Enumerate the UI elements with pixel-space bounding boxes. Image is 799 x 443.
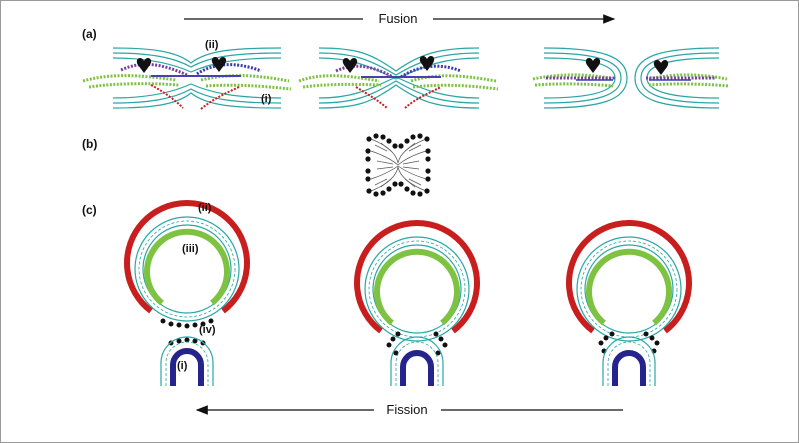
panel-c-callout-iv: (iv) — [199, 324, 216, 336]
panel-b-lipid-bilayer — [365, 133, 431, 197]
panel-c-label: (c) — [82, 203, 97, 217]
panel-a-label: (a) — [82, 27, 97, 41]
fission-label: Fission — [386, 402, 427, 417]
panel-c-vesicle-2 — [354, 220, 480, 386]
panel-a-structure-3 — [532, 47, 730, 109]
panel-b-label: (b) — [82, 137, 97, 151]
panel-c-vesicle-3 — [566, 220, 692, 386]
fusion-arrow: Fusion — [184, 11, 616, 26]
panel-a-callout-ii: (ii) — [205, 39, 219, 51]
fusion-label: Fusion — [378, 11, 417, 26]
panel-c-callout-i: (i) — [177, 360, 188, 372]
panel-a-callout-i: (i) — [261, 93, 272, 105]
panel-c-callout-ii: (ii) — [198, 202, 212, 214]
panel-a-structure-2 — [298, 47, 499, 109]
panel-a-structure-1: (ii) (i) — [82, 39, 292, 110]
panel-c-callout-iii: (iii) — [182, 243, 199, 255]
panel-c-vesicle-1: (ii) (iii) (iv) (i) — [124, 200, 250, 386]
fission-arrow: Fission — [195, 402, 623, 417]
